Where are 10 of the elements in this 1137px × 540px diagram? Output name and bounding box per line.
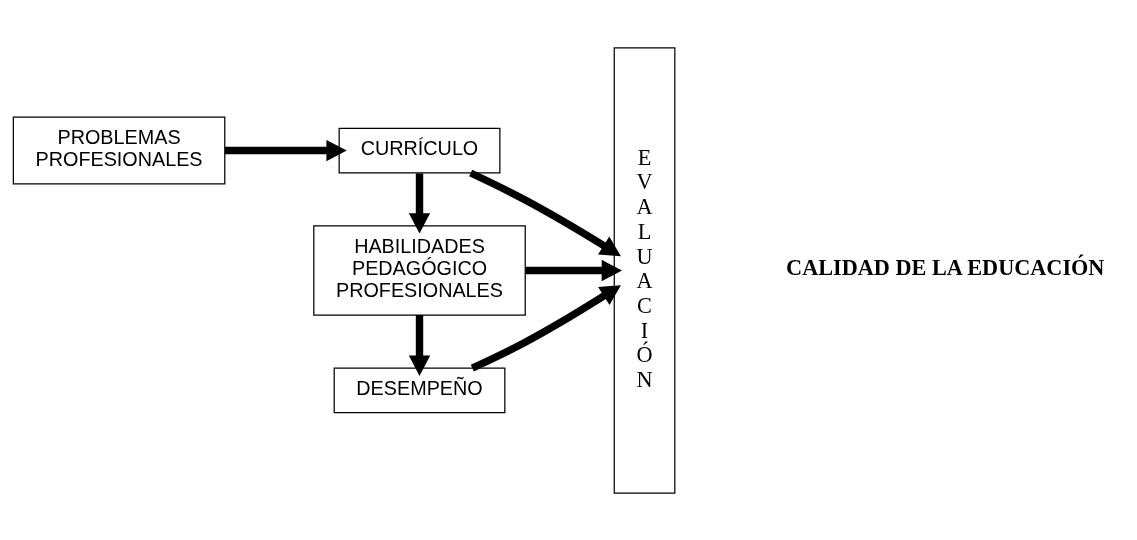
arrow xyxy=(469,169,621,256)
arrow xyxy=(408,172,431,233)
node-box: EVALUACIÓN xyxy=(613,46,676,494)
arrow xyxy=(224,139,347,161)
arrow xyxy=(470,284,621,371)
node-box: PROBLEMAS PROFESIONALES xyxy=(12,116,226,185)
label: CALIDAD DE LA EDUCACIÓN xyxy=(786,254,1105,280)
node-box: HABILIDADES PEDAGÓGICO PROFESIONALES xyxy=(313,224,526,316)
node-box: DESEMPEÑO xyxy=(333,367,506,413)
node-box: CURRÍCULO xyxy=(338,127,501,173)
